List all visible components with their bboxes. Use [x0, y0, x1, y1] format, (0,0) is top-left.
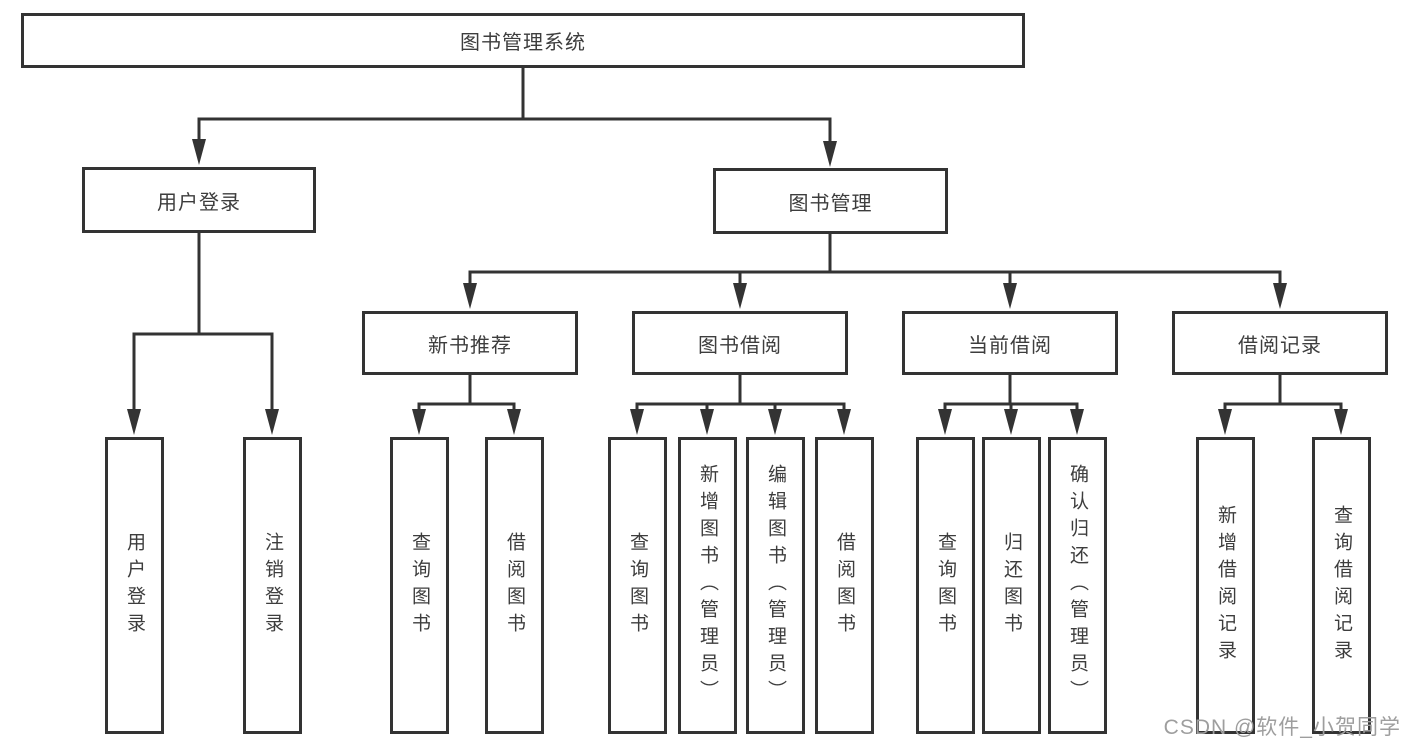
node-label: 借阅记录 [1238, 334, 1322, 357]
csdn-watermark: CSDN @软件_小贺同学 [1163, 716, 1401, 739]
node-label: 图书管理 [788, 192, 873, 215]
node-user-login-module: 用户登录 [82, 167, 316, 233]
node-borrow-records: 借阅记录 [1172, 311, 1388, 375]
node-label: 当前借阅 [968, 334, 1052, 357]
leaf-query-books-borrow: 查询图书 [608, 437, 667, 734]
leaf-user-login: 用户登录 [105, 437, 164, 734]
leaf-edit-book-admin: 编辑图书（管理员） [746, 437, 805, 734]
node-label: 新书推荐 [428, 334, 512, 357]
node-current-borrowing: 当前借阅 [902, 311, 1118, 375]
leaf-query-books-current: 查询图书 [916, 437, 975, 734]
leaf-return-book: 归还图书 [982, 437, 1041, 734]
node-label: 用户登录 [157, 191, 241, 214]
node-book-borrowing: 图书借阅 [632, 311, 848, 375]
leaf-query-books-recommend: 查询图书 [390, 437, 449, 734]
node-root: 图书管理系统 [21, 13, 1025, 68]
leaf-borrow-books-recommend: 借阅图书 [485, 437, 544, 734]
node-new-book-recommend: 新书推荐 [362, 311, 578, 375]
leaf-logout: 注销登录 [243, 437, 302, 734]
node-book-management-module: 图书管理 [713, 168, 948, 234]
node-label: 图书管理系统 [460, 32, 586, 54]
leaf-borrow-books-borrow: 借阅图书 [815, 437, 874, 734]
leaf-add-book-admin: 新增图书（管理员） [678, 437, 737, 734]
leaf-add-borrow-record: 新增借阅记录 [1196, 437, 1255, 734]
node-label: 图书借阅 [698, 334, 782, 357]
leaf-query-borrow-record: 查询借阅记录 [1312, 437, 1371, 734]
leaf-confirm-return-admin: 确认归还（管理员） [1048, 437, 1107, 734]
